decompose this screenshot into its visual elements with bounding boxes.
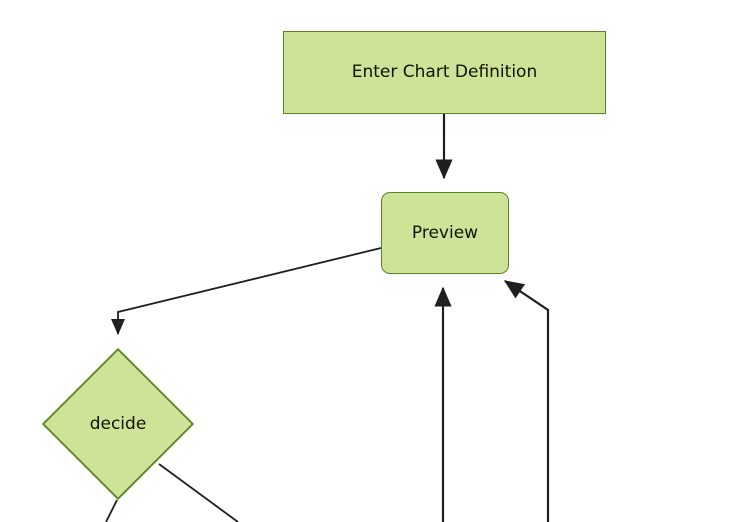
edge-decide-out-right xyxy=(158,463,239,522)
edge-preview-to-decide xyxy=(110,247,382,336)
node-preview[interactable]: Preview xyxy=(381,192,509,274)
edge-return-right-to-preview xyxy=(503,280,550,522)
node-decide[interactable]: decide xyxy=(42,348,194,500)
diamond-shape-icon xyxy=(42,348,194,500)
node-preview-label: Preview xyxy=(411,222,479,243)
node-decide-label: decide xyxy=(89,413,147,434)
node-enter-chart-definition[interactable]: Enter Chart Definition xyxy=(283,31,606,114)
node-enter-chart-definition-label: Enter Chart Definition xyxy=(351,62,538,82)
edge-decide-out-bottom xyxy=(105,499,118,522)
